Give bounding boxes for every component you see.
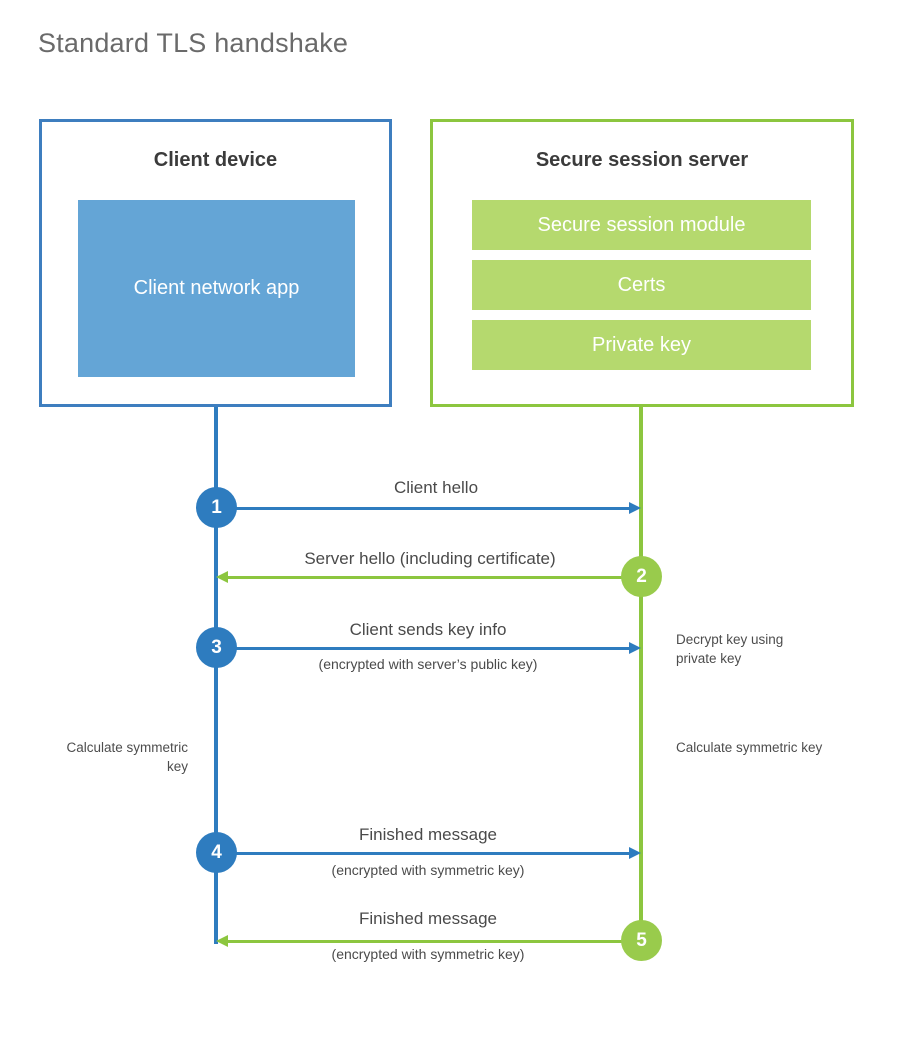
step-2-number: 2 xyxy=(636,565,647,587)
server-module-label: Private key xyxy=(592,333,691,356)
server-module-certs: Certs xyxy=(472,260,811,310)
secure-session-server-title: Secure session server xyxy=(535,149,749,171)
step-1-number: 1 xyxy=(211,496,222,518)
step-3-label: Client sends key info xyxy=(349,620,507,639)
step-4-marker: 4 xyxy=(196,832,237,873)
step-1-label: Client hello xyxy=(393,478,479,497)
server-module-label: Secure session module xyxy=(537,213,746,236)
annotation-server-decrypt-key: Decrypt key using private key xyxy=(676,632,784,666)
step-1-arrowhead-icon xyxy=(629,502,641,514)
client-network-app-block: Client network app xyxy=(78,200,355,377)
step-2-arrowhead-icon xyxy=(216,571,228,583)
server-module-list: Secure session module Certs Private key xyxy=(472,200,811,370)
step-3-marker: 3 xyxy=(196,627,237,668)
step-4-arrowhead-icon xyxy=(629,847,641,859)
server-module-label: Certs xyxy=(617,273,666,296)
client-device-title: Client device xyxy=(153,149,278,171)
step-4-arrow-line xyxy=(216,852,629,855)
step-3-sublabel: (encrypted with server’s public key) xyxy=(318,656,538,672)
step-2-label: Server hello (including certificate) xyxy=(304,549,556,568)
step-3-arrow-line xyxy=(216,647,629,650)
step-2-marker: 2 xyxy=(621,556,662,597)
step-5-sublabel: (encrypted with symmetric key) xyxy=(331,946,525,962)
step-4-number: 4 xyxy=(211,841,222,863)
step-4-label: Finished message xyxy=(359,825,497,844)
step-4-sublabel: (encrypted with symmetric key) xyxy=(331,862,525,878)
step-5-arrow-line xyxy=(228,940,641,943)
server-module-private-key: Private key xyxy=(472,320,811,370)
secure-session-server-box: Secure session server Secure session mod… xyxy=(430,119,854,407)
client-lifeline xyxy=(214,407,218,944)
step-3-number: 3 xyxy=(211,636,222,658)
step-5-arrowhead-icon xyxy=(216,935,228,947)
step-5-label: Finished message xyxy=(359,909,497,928)
client-network-app-label: Client network app xyxy=(133,277,300,300)
annotation-client-calculate-symmetric-key: Calculate symmetric key xyxy=(66,740,188,774)
server-module-secure-session-module: Secure session module xyxy=(472,200,811,250)
annotation-server-calculate-symmetric-key: Calculate symmetric key xyxy=(676,740,823,755)
step-2-arrow-line xyxy=(228,576,641,579)
step-5-number: 5 xyxy=(636,929,647,951)
client-device-box: Client device Client network app xyxy=(39,119,392,407)
step-1-arrow-line xyxy=(216,507,629,510)
step-3-arrowhead-icon xyxy=(629,642,641,654)
step-5-marker: 5 xyxy=(621,920,662,961)
server-lifeline xyxy=(639,407,643,942)
page-title: Standard TLS handshake xyxy=(38,28,349,58)
step-1-marker: 1 xyxy=(196,487,237,528)
